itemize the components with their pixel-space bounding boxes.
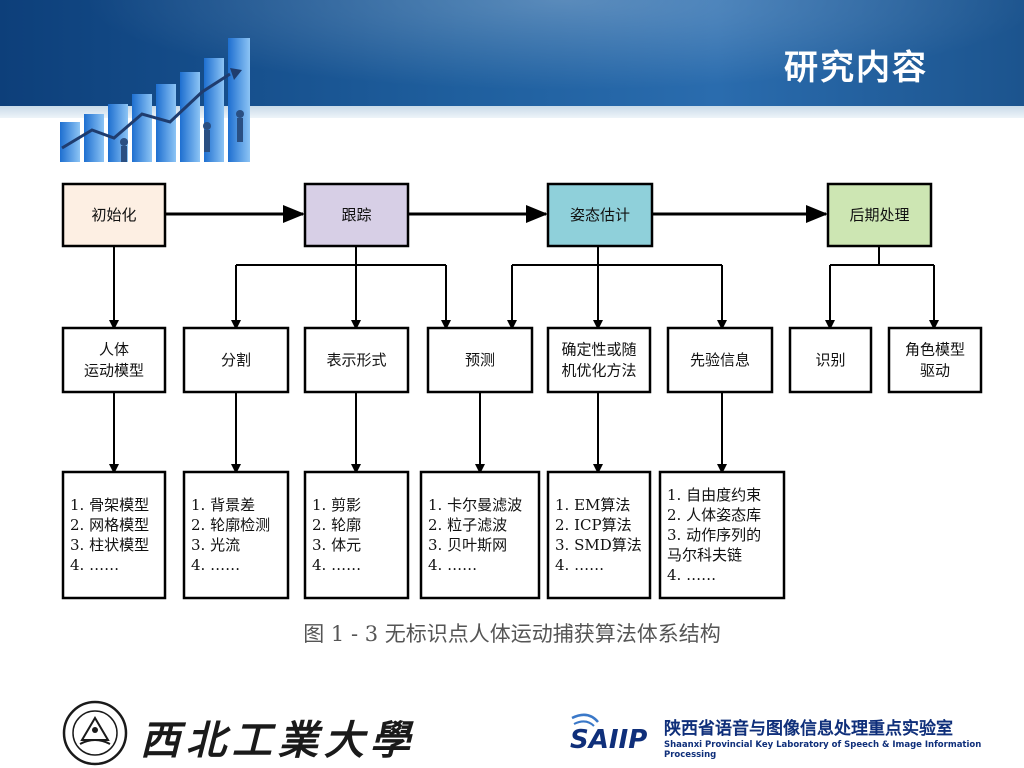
detail-box-3-frame: [303, 470, 410, 600]
stage-box-1-line-1: 初始化: [91, 206, 136, 224]
stage-box-3: 姿态估计: [546, 182, 654, 248]
module-box-3: 表示形式: [303, 326, 410, 394]
detail-box-2: 1. 背景差 2. 轮廓检测 3. 光流 4. ……: [182, 470, 290, 600]
detail-box-6-line-4: 马尔科夫链: [667, 546, 742, 564]
module-box-2-frame: [182, 326, 290, 394]
detail-box-4: 1. 卡尔曼滤波 2. 粒子滤波 3. 贝叶斯网 4. ……: [419, 470, 541, 600]
detail-box-5-line-4: 4. ……: [555, 556, 604, 574]
module-box-4: 预测: [426, 326, 534, 394]
stage-box-4: 后期处理: [826, 182, 933, 248]
detail-box-6-line-3: 3. 动作序列的: [667, 526, 761, 544]
module-box-6-frame: [666, 326, 774, 394]
detail-box-3-line-3: 3. 体元: [312, 536, 361, 554]
detail-box-4-line-2: 2. 粒子滤波: [428, 516, 507, 534]
stage-box-4-line-1: 后期处理: [849, 206, 909, 224]
module-box-7-frame: [788, 326, 873, 394]
stage-box-3-frame: [546, 182, 654, 248]
module-box-8-line-1: 角色模型: [905, 341, 965, 359]
detail-box-5-line-1: 1. EM算法: [555, 496, 630, 514]
detail-box-4-line-1: 1. 卡尔曼滤波: [428, 496, 522, 514]
detail-box-2-line-4: 4. ……: [191, 556, 240, 574]
lab-name-chinese: 陕西省语音与图像信息处理重点实验室: [664, 719, 953, 739]
stage-box-4-frame: [826, 182, 933, 248]
detail-box-1-frame: [61, 470, 167, 600]
module-box-5-line-2: 机优化方法: [561, 362, 636, 380]
module-box-7: 识别: [788, 326, 873, 394]
lab-logo-text: SAIIP: [570, 725, 647, 754]
header-stripe: [0, 106, 1024, 118]
module-box-3-line-1: 表示形式: [326, 351, 386, 369]
detail-box-5-line-2: 2. ICP算法: [555, 516, 632, 534]
detail-box-1: 1. 骨架模型 2. 网格模型 3. 柱状模型 4. ……: [61, 470, 167, 600]
university-seal-logo: [62, 700, 128, 766]
banner-chart-illustration: [52, 38, 262, 170]
module-box-1-line-2: 运动模型: [84, 362, 144, 380]
module-box-1-frame: [61, 326, 167, 394]
connectors: [109, 205, 939, 474]
module-box-2-line-1: 分割: [221, 351, 251, 369]
stage-box-2-frame: [303, 182, 410, 248]
detail-box-1-line-3: 3. 柱状模型: [70, 536, 149, 554]
lab-name-english: Shaanxi Provincial Key Laboratory of Spe…: [664, 740, 982, 760]
detail-box-2-line-3: 3. 光流: [191, 536, 240, 554]
detail-box-4-frame: [419, 470, 541, 600]
detail-box-6-line-5: 4. ……: [667, 566, 716, 584]
university-name: 西北工業大學: [140, 717, 416, 764]
detail-box-1-line-2: 2. 网格模型: [70, 516, 149, 534]
detail-box-6-line-1: 1. 自由度约束: [667, 486, 761, 504]
stage-box-2: 跟踪: [303, 182, 410, 248]
detail-box-1-line-4: 4. ……: [70, 556, 119, 574]
stage-box-2-line-1: 跟踪: [341, 206, 371, 224]
detail-box-2-frame: [182, 470, 290, 600]
lab-logo: SAIIP: [570, 713, 647, 754]
module-box-1-line-1: 人体: [99, 341, 129, 359]
module-box-4-frame: [426, 326, 534, 394]
figure-caption: 图 1 - 3 无标识点人体运动捕获算法体系结构: [303, 622, 721, 646]
detail-box-2-line-2: 2. 轮廓检测: [191, 516, 270, 534]
stage-box-1: 初始化: [61, 182, 167, 248]
detail-box-4-line-3: 3. 贝叶斯网: [428, 536, 507, 554]
detail-box-2-line-1: 1. 背景差: [191, 496, 255, 514]
module-box-5-frame: [546, 326, 652, 394]
module-box-4-line-1: 预测: [465, 351, 495, 369]
module-box-8-line-2: 驱动: [920, 362, 950, 380]
detail-box-1-line-1: 1. 骨架模型: [70, 496, 149, 514]
slide-title: 研究内容: [784, 48, 928, 88]
detail-box-5-frame: [546, 470, 652, 600]
detail-box-5-line-3: 3. SMD算法: [555, 536, 642, 554]
module-box-8-frame: [887, 326, 983, 394]
detail-box-3-line-1: 1. 剪影: [312, 496, 361, 514]
detail-box-3: 1. 剪影 2. 轮廓 3. 体元 4. ……: [303, 470, 410, 600]
detail-box-6-frame: [658, 470, 786, 600]
stage-box-3-line-1: 姿态估计: [570, 206, 630, 224]
detail-box-3-line-4: 4. ……: [312, 556, 361, 574]
detail-box-3-line-2: 2. 轮廓: [312, 516, 361, 534]
module-box-6-line-1: 先验信息: [690, 351, 750, 369]
detail-box-6-line-2: 2. 人体姿态库: [667, 506, 761, 524]
detail-box-4-line-4: 4. ……: [428, 556, 477, 574]
detail-box-5: 1. EM算法 2. ICP算法 3. SMD算法 4. ……: [546, 470, 652, 600]
stage-box-1-frame: [61, 182, 167, 248]
module-box-6: 先验信息: [666, 326, 774, 394]
module-box-3-frame: [303, 326, 410, 394]
module-box-7-line-1: 识别: [815, 351, 845, 369]
module-box-5-line-1: 确定性或随: [561, 341, 636, 359]
module-box-2: 分割: [182, 326, 290, 394]
